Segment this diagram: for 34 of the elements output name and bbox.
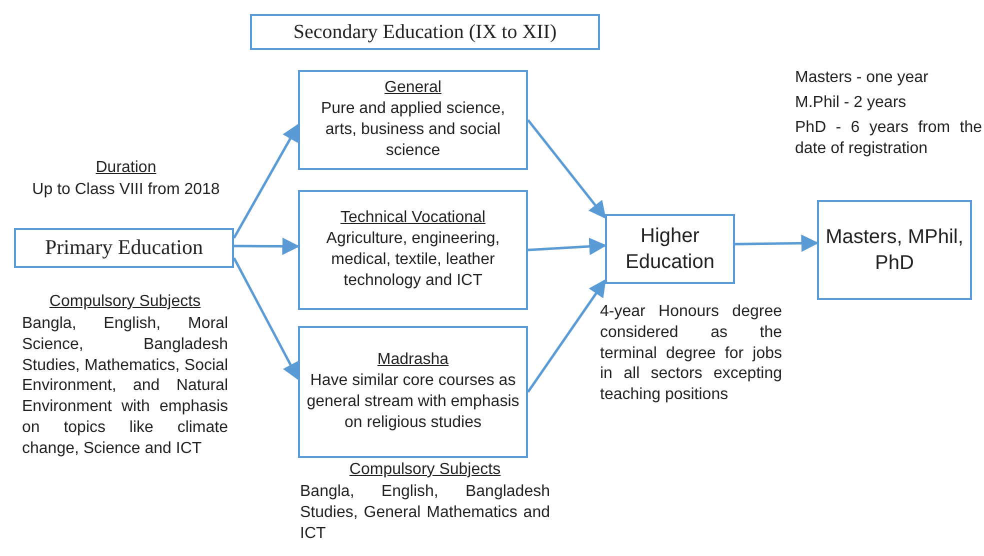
box-text: Pure and applied science, arts, business and social science (320, 99, 506, 161)
note-heading: Duration (94, 158, 158, 178)
stage-box (298, 190, 528, 310)
arrow (528, 238, 607, 256)
note-text: Bangla, English, Moral Science, Bangladesh Studies, Mathematics, Social Environment, and Natural Environment with emphasis on topics like climate change, Science and ICT (22, 314, 228, 459)
stage-box (14, 228, 234, 268)
stage-box (605, 214, 735, 284)
box-heading: Madrasha (377, 350, 449, 370)
box-text: Masters, MPhil, PhD (825, 225, 964, 276)
note-text: 4-year Honours degree considered as the terminal degree for jobs in all sectors excepting teaching positions (600, 302, 782, 406)
arrow (527, 119, 606, 219)
note-text: Bangla, English, Bangladesh Studies, General Mathematics and ICT (300, 482, 550, 544)
arrow (232, 123, 300, 239)
arrow (734, 234, 819, 252)
note-heading: Compulsory Subjects (348, 460, 502, 480)
arrow (526, 279, 606, 393)
note-heading: Compulsory Subjects (48, 292, 202, 312)
box-text: Primary Education (44, 235, 204, 261)
box-text: Agriculture, engineering, medical, textile, leather technology and ICT (325, 229, 501, 291)
note-text: M.Phil - 2 years (795, 93, 908, 113)
box-heading: General (384, 78, 442, 98)
box-text: Higher Education (624, 224, 716, 275)
note-text: Masters - one year (795, 68, 930, 88)
note-text: Up to Class VIII from 2018 (31, 180, 221, 200)
box-text: Secondary Education (IX to XII) (293, 20, 557, 44)
arrow (232, 257, 300, 380)
note-text: PhD - 6 years from the date of registration (795, 118, 982, 159)
box-text: Have similar core courses as general stream with emphasis on religious studies (306, 371, 520, 433)
arrow (234, 238, 300, 256)
stage-box (817, 200, 972, 300)
stage-box (298, 326, 528, 458)
section-header-box (250, 14, 600, 50)
stage-box (298, 70, 528, 170)
box-heading: Technical Vocational (340, 208, 486, 228)
